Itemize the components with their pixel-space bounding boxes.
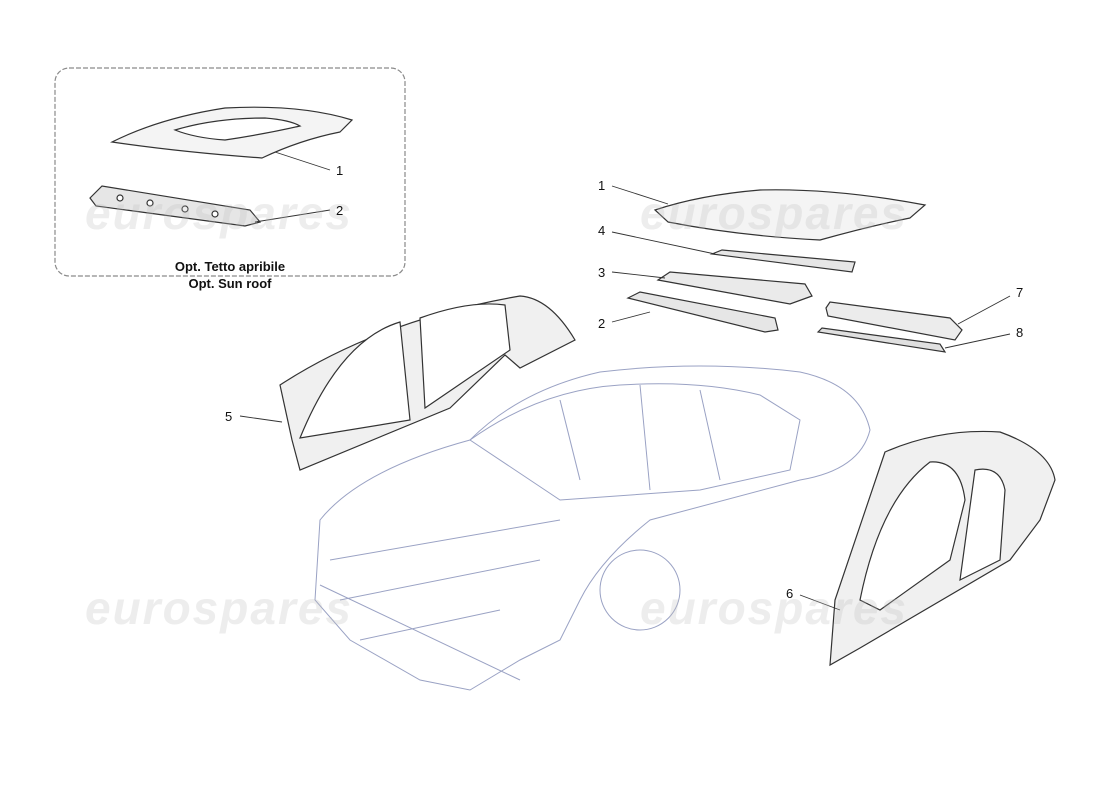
callout-2: 2 — [598, 316, 606, 331]
watermark: eurospares — [640, 187, 909, 239]
inset-caption-italian: Opt. Tetto apribile — [174, 259, 286, 274]
callout-6: 6 — [786, 586, 794, 601]
callout-1: 1 — [598, 178, 606, 193]
roof-rail-2 — [626, 291, 779, 333]
callout-inset-1: 1 — [336, 163, 344, 178]
roof-header-3 — [656, 271, 813, 305]
callout-7: 7 — [1016, 285, 1024, 300]
car-body-outline — [314, 365, 871, 691]
callout-4: 4 — [598, 223, 606, 238]
callout-8: 8 — [1016, 325, 1024, 340]
callout-3: 3 — [598, 265, 606, 280]
inset-box — [54, 67, 406, 277]
roof-panel — [653, 189, 927, 241]
watermark: eurospares — [85, 582, 354, 634]
body-side-right — [829, 430, 1056, 667]
watermark: eurospares — [85, 187, 354, 239]
watermark: eurospares — [640, 582, 909, 634]
inset-sunroof-panel — [110, 106, 354, 159]
inset-caption-english: Opt. Sun roof — [188, 276, 272, 291]
callout-inset-2: 2 — [336, 203, 344, 218]
leader-lines — [239, 151, 1011, 611]
inset-header-rail — [89, 185, 262, 227]
roof-strip-8 — [816, 327, 947, 353]
body-side-left — [279, 295, 576, 471]
roof-bow-7 — [825, 301, 963, 341]
callout-5: 5 — [225, 409, 233, 424]
roof-rail-4 — [709, 249, 856, 273]
